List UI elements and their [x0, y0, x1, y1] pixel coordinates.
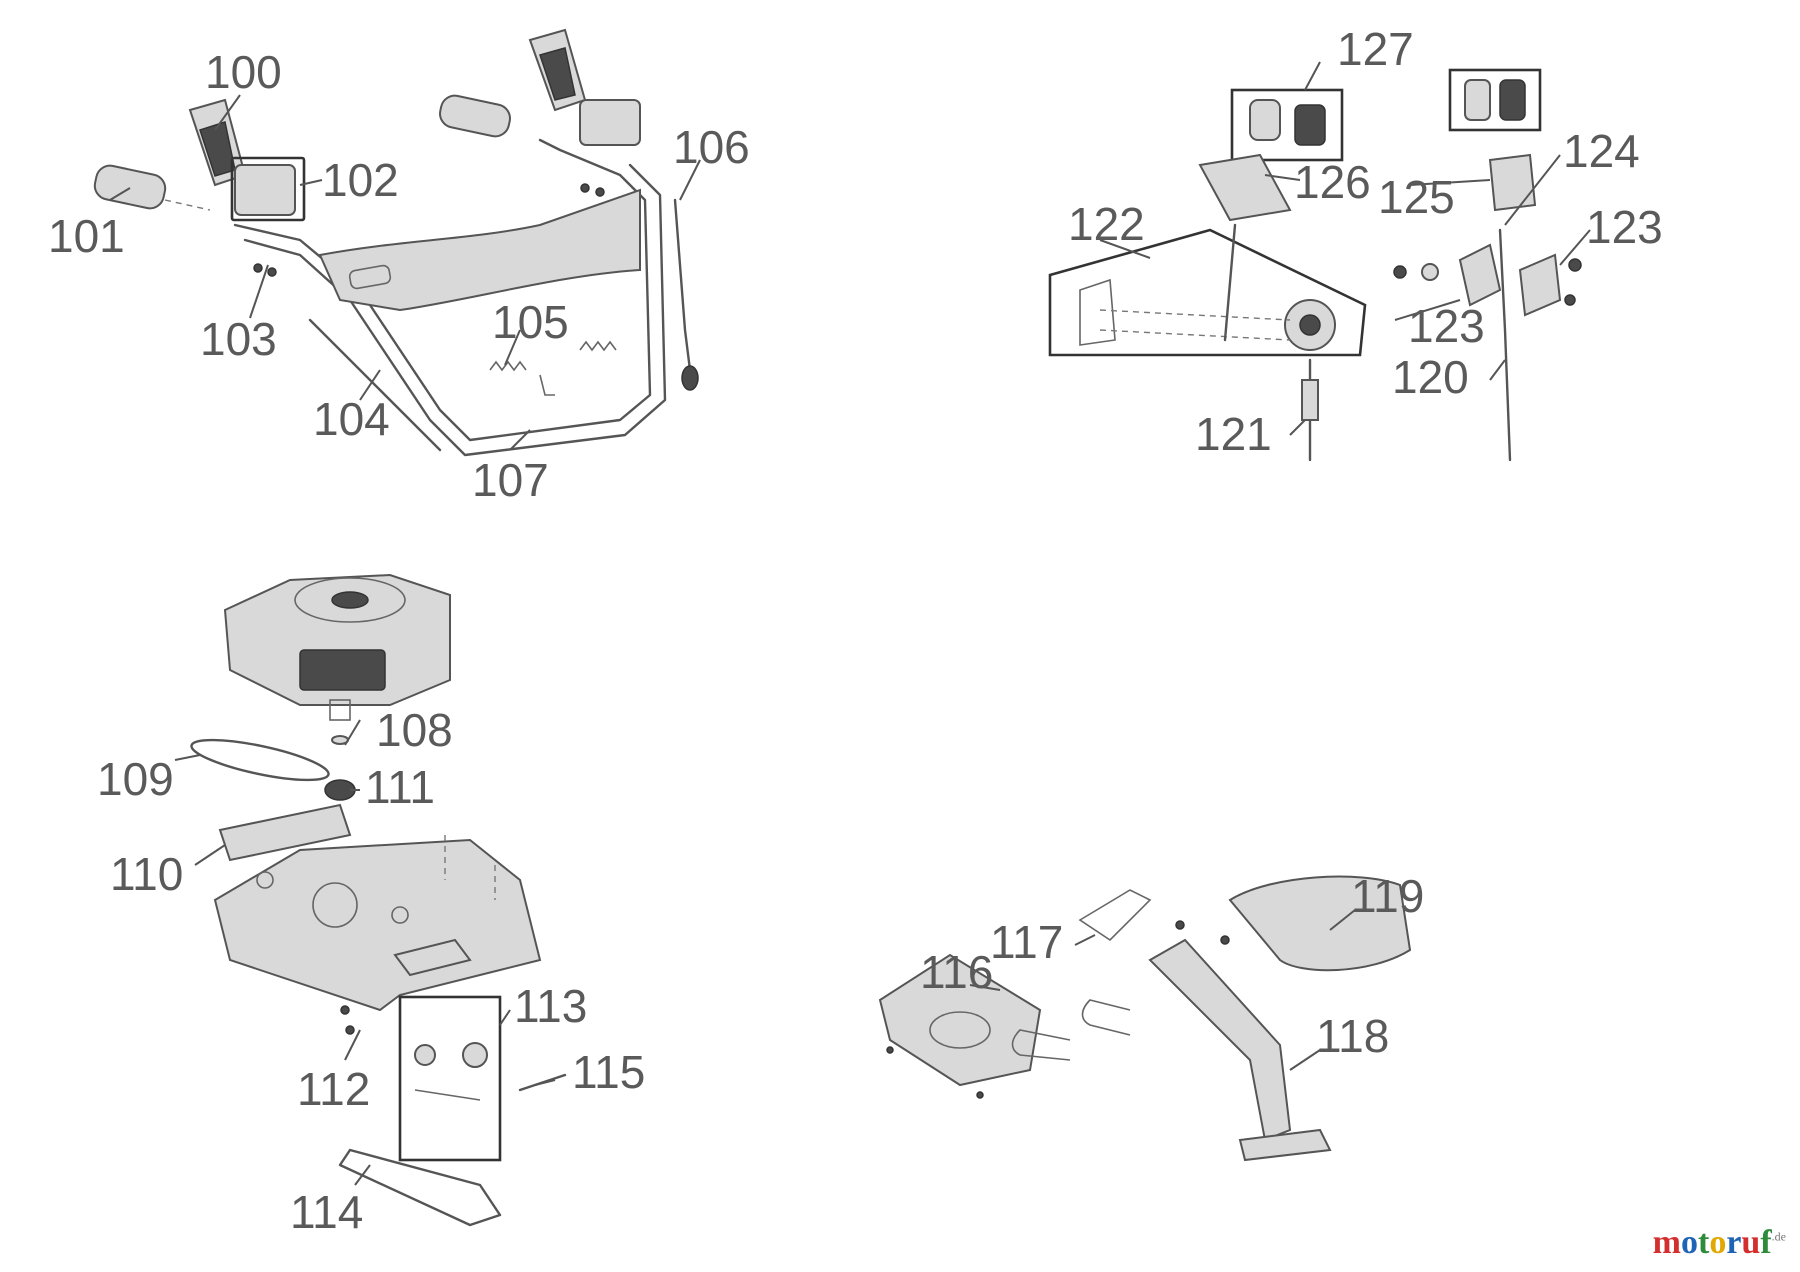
brand-letter: o	[1709, 1224, 1727, 1261]
label-106: 106	[673, 121, 750, 173]
motoruf-logo: motoruf.de	[1653, 1224, 1786, 1262]
label-114: 114	[290, 1186, 363, 1238]
label-105: 105	[492, 296, 569, 348]
left-grip	[93, 164, 167, 210]
label-123-b: 123	[1586, 201, 1663, 253]
label-108: 108	[376, 704, 453, 756]
label-122: 122	[1068, 198, 1145, 250]
label-112: 112	[297, 1063, 370, 1115]
label-127: 127	[1337, 23, 1414, 75]
label-100: 100	[205, 46, 282, 98]
right-grip	[439, 94, 511, 138]
label-113: 113	[514, 980, 587, 1032]
callout-box-113	[398, 995, 502, 1162]
brand-letter: o	[1681, 1224, 1698, 1261]
mower-deck-drawing	[174, 719, 567, 1227]
label-120: 120	[1392, 351, 1469, 403]
label-109: 109	[97, 753, 174, 805]
callout-box-122	[1048, 228, 1367, 357]
brand-suffix: .de	[1771, 1229, 1786, 1244]
label-116: 116	[920, 946, 993, 998]
callout-box-102	[230, 156, 306, 222]
label-107: 107	[472, 454, 549, 506]
seat-bracket-drawing	[878, 875, 1412, 1162]
brand-letter: u	[1741, 1224, 1761, 1261]
label-126: 126	[1294, 156, 1371, 208]
label-121: 121	[1195, 408, 1272, 460]
label-115: 115	[572, 1046, 645, 1098]
label-101: 101	[48, 210, 125, 262]
label-123-a: 123	[1408, 300, 1485, 352]
brand-letter: t	[1698, 1224, 1710, 1261]
label-111: 111	[365, 761, 435, 813]
label-124: 124	[1563, 125, 1640, 177]
control-lever-drawing	[1048, 61, 1591, 462]
engine-drawing	[223, 573, 451, 721]
callout-box-127	[1230, 88, 1344, 162]
label-117: 117	[990, 916, 1063, 968]
label-118: 118	[1316, 1010, 1389, 1062]
brand-letter: f	[1760, 1224, 1772, 1261]
brand-letter: m	[1652, 1224, 1681, 1261]
label-102: 102	[322, 154, 399, 206]
label-104: 104	[313, 393, 390, 445]
brand-letter: r	[1726, 1224, 1742, 1261]
label-119: 119	[1351, 870, 1424, 922]
label-103: 103	[200, 313, 277, 365]
label-110: 110	[110, 848, 183, 900]
label-125: 125	[1378, 171, 1455, 223]
callout-box-124	[1448, 68, 1542, 132]
handlebar-assembly-drawing	[93, 28, 701, 457]
